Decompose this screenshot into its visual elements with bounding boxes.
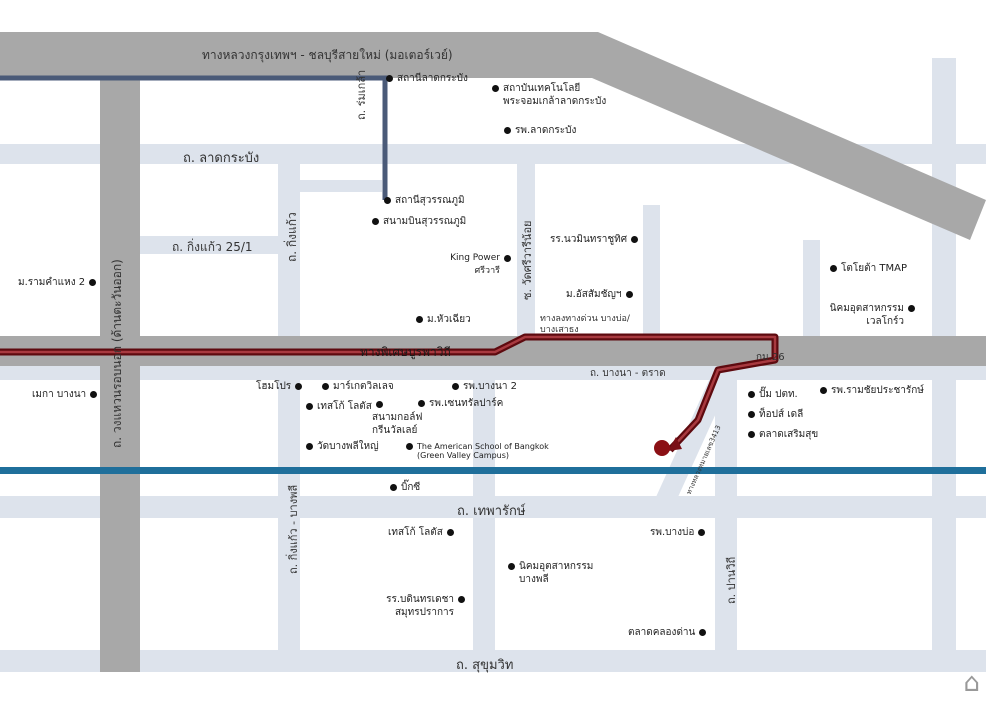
road-bangna-trat [0, 364, 986, 380]
poi-golf: สนามกอล์ฟ กรีนวัลเลย์ [372, 398, 432, 437]
poi-dot-icon [376, 400, 383, 408]
poi-homepro: โฮมโปร [256, 380, 306, 393]
poi-market-village: มาร์เกตวิลเลจ [318, 380, 394, 393]
poi-dot-icon [748, 390, 755, 398]
poi-tesco1: เทสโก้ โลตัส [302, 400, 372, 413]
poi-american-school: The American School of Bangkok (Green Va… [402, 442, 567, 460]
poi-rammathibodi: รพ.รามชัยประชารักษ์ [816, 384, 924, 397]
poi-dot-icon [748, 410, 755, 418]
poi-toyota: โตโยต้า TMAP [826, 262, 907, 275]
poi-dot-icon [504, 254, 511, 262]
poi-central-park-hosp: รพ.เซนทรัลปาร์ค [414, 397, 503, 410]
poi-huachiew: ม.หัวเฉียว [412, 313, 471, 326]
poi-dot-icon [90, 390, 98, 398]
road-kingkaew [278, 162, 300, 672]
label-watsrivareenoi: ซ. วัดศรีวารีน้อย [521, 220, 534, 300]
poi-dot-icon [295, 382, 303, 390]
poi-dot-icon [306, 402, 313, 410]
road-connector-b [643, 205, 660, 350]
poi-wellgrow: นิคมอุตสาหกรรม เวลโกร์ว [828, 302, 919, 328]
poi-wat-bangplee: วัดบางพลีใหญ่ [302, 440, 379, 453]
label-exit-note: ทางลงทางด่วน บางบ่อ/บางเสาธง [540, 314, 630, 335]
road-kingkaew-251 [138, 236, 280, 254]
poi-dot-icon [820, 386, 827, 394]
poi-dot-icon [390, 483, 397, 491]
poi-bodindecha: รร.บดินทรเดชา สมุทรปราการ [384, 593, 469, 619]
route-arrow-icon [668, 437, 682, 451]
poi-bangbo-hosp: รพ.บางบ่อ [650, 526, 709, 539]
poi-dot-icon [418, 399, 425, 407]
poi-suvarnabhumi-airport: สนามบินสุวรรณภูมิ [368, 215, 466, 228]
poi-khlongdan-market: ตลาดคลองด่าน [628, 626, 710, 639]
label-motorway: ทางหลวงกรุงเทพฯ - ชลบุรีสายใหม่ (มอเตอร์… [202, 48, 453, 62]
poi-dot-icon [406, 443, 413, 450]
rail-line [0, 467, 986, 474]
poi-dot-icon [446, 528, 454, 536]
poi-dot-icon [508, 562, 515, 570]
label-latkrabang: ถ. ลาดกระบัง [183, 151, 260, 166]
poi-dot-icon [386, 74, 393, 82]
road-outerring [100, 78, 140, 672]
poi-latkrabang-hosp: รพ.ลาดกระบัง [500, 124, 576, 137]
poi-dot-icon [384, 196, 391, 204]
label-pranakit: ถ. ปานวิถี [725, 556, 738, 604]
poi-dot-icon [322, 382, 329, 390]
road-romklao-line [0, 75, 388, 200]
poi-mega: เมกา บางนา [32, 388, 101, 401]
poi-dot-icon [698, 528, 706, 536]
route-line-inner [0, 335, 777, 451]
poi-dot-icon [458, 595, 465, 603]
label-kingkaew-251: ถ. กิ่งแก้ว 25/1 [172, 240, 253, 254]
label-bangna-trat: ถ. บางนา - ตราด [590, 368, 666, 379]
poi-dot-icon [492, 84, 499, 92]
poi-dot-icon [908, 304, 915, 312]
label-sukhumvit: ถ. สุขุมวิท [456, 658, 514, 673]
poi-dot-icon [631, 235, 639, 243]
road-romklao-link [300, 180, 382, 192]
poi-latkrabang-station: สถานีลาดกระบัง [382, 72, 468, 85]
label-romklao: ถ. ร่มเกล้า [355, 69, 368, 120]
logo-icon: ⌂ [963, 668, 980, 698]
poi-bangplee-ind: นิคมอุตสาหกรรม บางพลี [504, 560, 599, 586]
poi-navamin: รร.นวมินทราชูทิศ [550, 233, 642, 246]
poi-dot-icon [748, 430, 755, 438]
poi-assumption: ม.อัสสัมชัญฯ [566, 288, 637, 301]
poi-kmitl: สถาบันเทคโนโลยี พระจอมเกล้าลาดกระบัง [488, 82, 613, 108]
poi-dot-icon [504, 126, 511, 134]
poi-suvarnabhumi-station: สถานีสุวรรณภูมิ [380, 194, 465, 207]
poi-dot-icon [452, 382, 459, 390]
label-expressway: ทางพิเศษบูรพาวิถี [360, 345, 451, 359]
poi-dot-icon [830, 264, 837, 272]
road-pranakit [715, 378, 737, 670]
road-watsrivareenoi [517, 160, 535, 350]
label-kingkaew-bangplee: ถ. กิ่งแก้ว - บางพลี [287, 484, 300, 574]
poi-dot-icon [89, 278, 97, 286]
poi-tops: ท็อปส์ เดลี [744, 408, 803, 421]
poi-bigc: บิ๊กซี [386, 481, 420, 494]
label-theparak: ถ. เทพารักษ์ [457, 504, 526, 519]
label-km26: กม.26 [756, 352, 785, 363]
poi-dot-icon [306, 442, 313, 450]
poi-pim: ปั๊ม ปตท. [744, 388, 798, 401]
poi-dot-icon [372, 217, 379, 225]
poi-ramkhamhaeng2: ม.รามคำแหง 2 [18, 276, 100, 289]
poi-dot-icon [699, 628, 707, 636]
poi-kingpower: King Power ศรีวารี [448, 252, 515, 278]
label-kingkaew: ถ. กิ่งแก้ว [285, 212, 299, 262]
poi-market-sermsuk: ตลาดเสริมสุข [744, 428, 818, 441]
destination-marker-icon[interactable] [654, 440, 670, 456]
poi-dot-icon [416, 315, 423, 323]
road-latkrabang [0, 144, 986, 164]
road-motorway [0, 32, 986, 240]
label-outerring: ถ. วงแหวนรอบนอก (ด้านตะวันออก) [110, 259, 124, 448]
road-east-1 [803, 240, 820, 350]
poi-dot-icon [625, 290, 633, 298]
poi-bangna2-hosp: รพ.บางนา 2 [448, 380, 517, 393]
road-connector-a [473, 380, 495, 670]
poi-tesco2: เทสโก้ โลตัส [388, 526, 458, 539]
